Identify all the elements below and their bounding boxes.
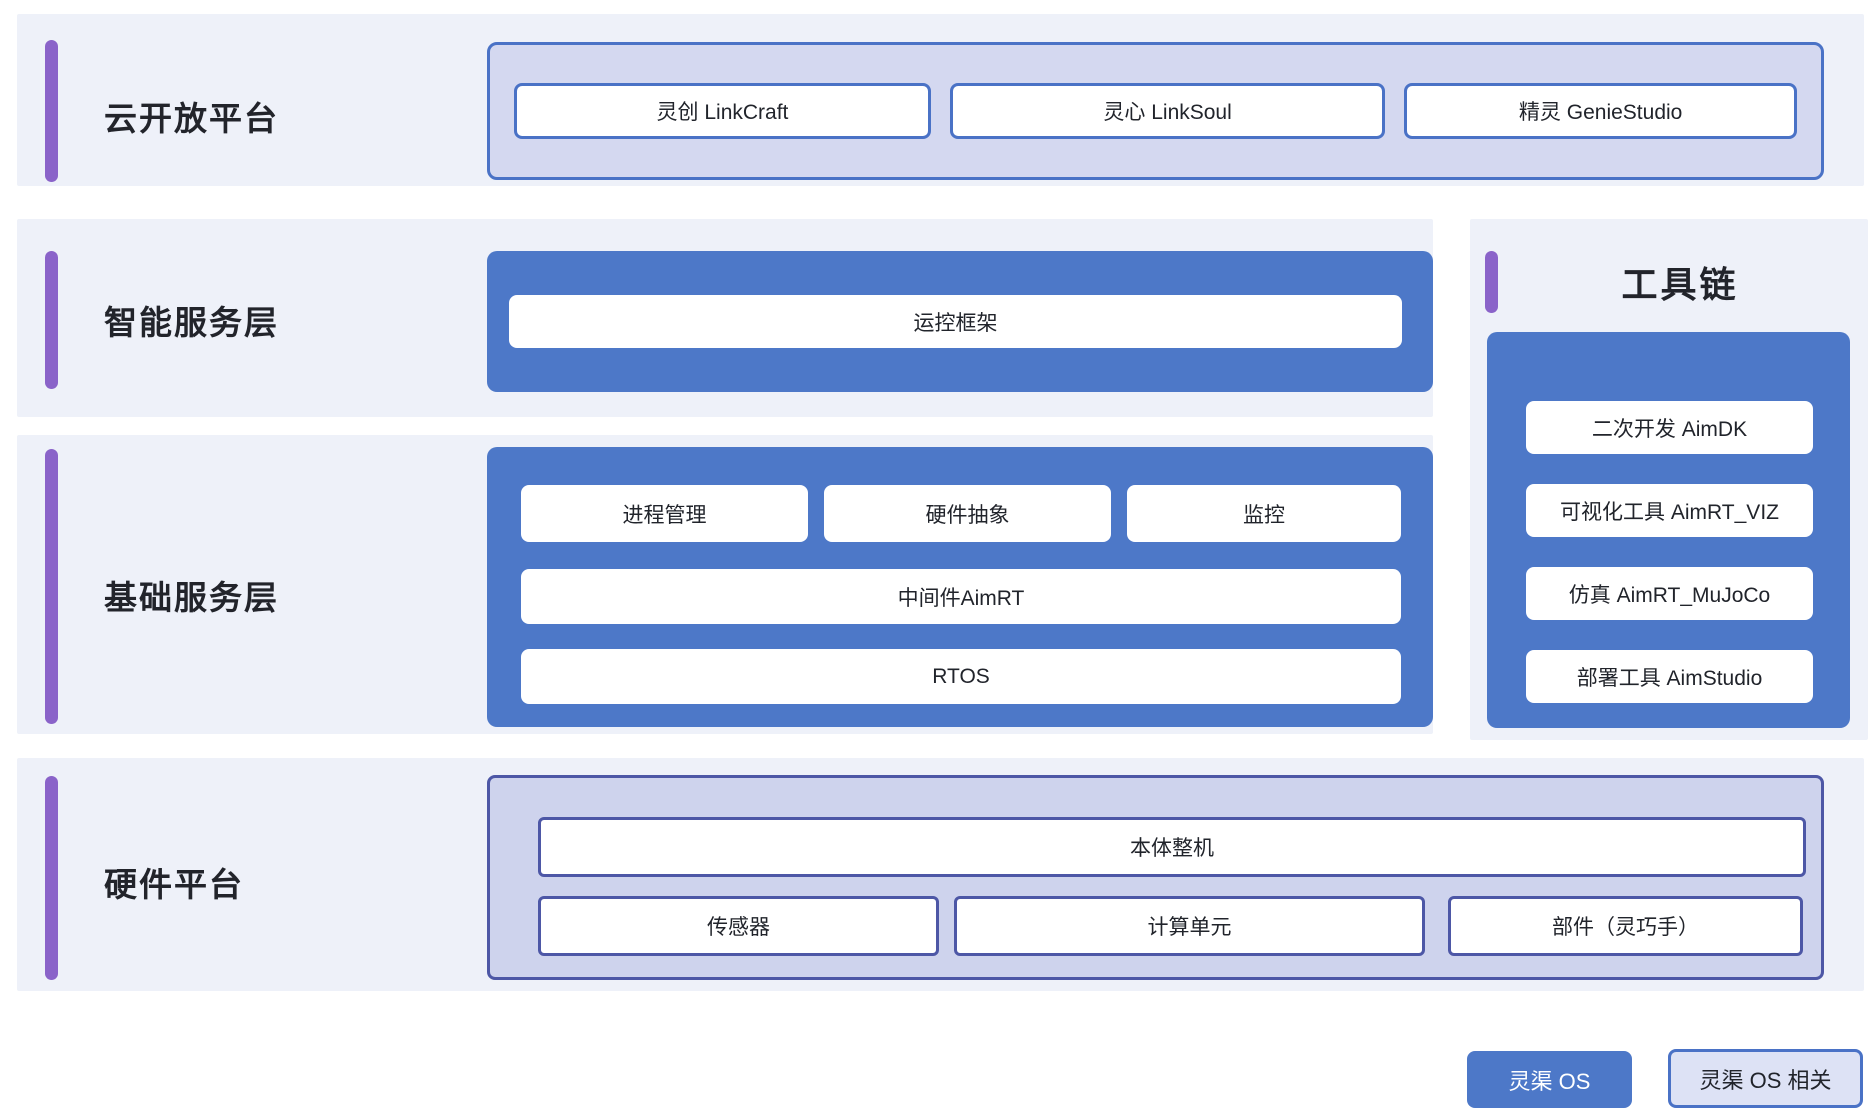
foundation-layer-accent-bar (45, 449, 58, 724)
motion-control-framework-box: 运控框架 (509, 295, 1402, 348)
cloud-platform-container: 灵创 LinkCraft 灵心 LinkSoul 精灵 GenieStudio (487, 42, 1824, 180)
foundation-top-row: 进程管理 硬件抽象 监控 (521, 485, 1401, 542)
aimdk-box: 二次开发 AimDK (1526, 401, 1813, 454)
sensor-box: 传感器 (538, 896, 939, 956)
toolchain-title: 工具链 (1621, 264, 1739, 305)
foundation-layer-container: 进程管理 硬件抽象 监控 中间件AimRT RTOS (487, 447, 1433, 727)
intelligent-layer-container: 运控框架 (487, 251, 1433, 392)
middleware-aimrt-box: 中间件AimRT (521, 569, 1401, 624)
cloud-platform-accent-bar (45, 40, 58, 182)
legend-lingqu-os-related: 灵渠 OS 相关 (1668, 1049, 1863, 1108)
toolchain-accent-bar (1485, 251, 1498, 313)
compute-unit-box: 计算单元 (954, 896, 1425, 956)
dexterous-hand-parts-box: 部件（灵巧手） (1448, 896, 1803, 956)
hardware-bottom-row: 传感器 计算单元 部件（灵巧手） (538, 896, 1803, 956)
hardware-platform-title: 硬件平台 (104, 866, 244, 903)
rtos-box: RTOS (521, 649, 1401, 704)
foundation-layer-title: 基础服务层 (104, 579, 279, 616)
toolchain-container: 二次开发 AimDK 可视化工具 AimRT_VIZ 仿真 AimRT_MuJo… (1487, 332, 1850, 728)
intelligent-layer-accent-bar (45, 251, 58, 389)
aimrt-viz-box: 可视化工具 AimRT_VIZ (1526, 484, 1813, 537)
hardware-abstraction-box: 硬件抽象 (824, 485, 1111, 542)
legend-lingqu-os: 灵渠 OS (1467, 1051, 1632, 1108)
monitoring-box: 监控 (1127, 485, 1401, 542)
intelligent-layer-title: 智能服务层 (104, 304, 279, 341)
cloud-platform-title: 云开放平台 (104, 100, 279, 137)
aimrt-mujoco-box: 仿真 AimRT_MuJoCo (1526, 567, 1813, 620)
whole-machine-box: 本体整机 (538, 817, 1806, 877)
process-management-box: 进程管理 (521, 485, 808, 542)
cloud-item-geniestudio: 精灵 GenieStudio (1404, 83, 1798, 139)
cloud-item-linksoul: 灵心 LinkSoul (949, 83, 1386, 139)
aimstudio-box: 部署工具 AimStudio (1526, 650, 1813, 703)
cloud-item-linkcraft: 灵创 LinkCraft (514, 83, 931, 139)
hardware-platform-accent-bar (45, 776, 58, 980)
hardware-platform-container: 本体整机 传感器 计算单元 部件（灵巧手） (487, 775, 1824, 980)
